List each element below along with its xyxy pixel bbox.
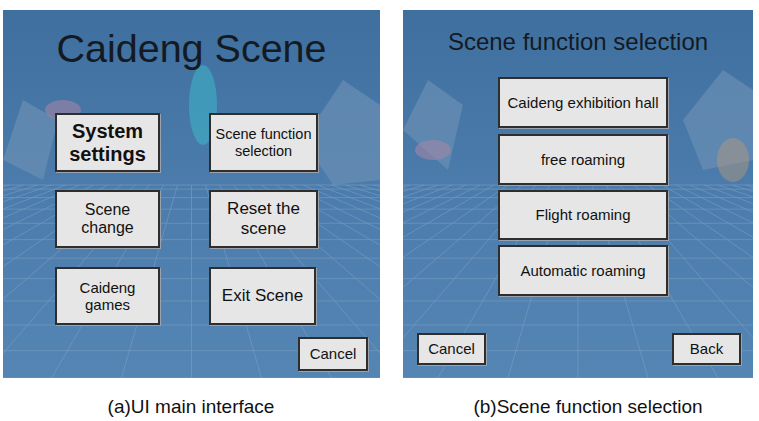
button-label: Caideng games xyxy=(61,279,154,314)
ui-button: Back xyxy=(672,333,741,365)
ui-panel: Caideng SceneSystem settings Scene functi… xyxy=(3,10,380,378)
ui-button: Cancel xyxy=(417,333,486,365)
ui-button: Exit Scene xyxy=(209,267,316,325)
ui-button: Caideng exhibition hall xyxy=(498,77,668,128)
button-label: Automatic roaming xyxy=(520,262,645,279)
button-label: Scene function selection xyxy=(215,126,312,159)
ui-button: Scene change xyxy=(55,190,160,248)
panel-title: Caideng Scene xyxy=(3,26,380,71)
button-label: Reset the scene xyxy=(215,199,312,238)
button-label: System settings xyxy=(61,120,154,166)
ui-button: System settings xyxy=(55,113,160,172)
ui-button: Automatic roaming xyxy=(498,245,668,296)
button-label: free roaming xyxy=(541,151,625,168)
ui-button: Reset the scene xyxy=(209,190,318,248)
button-label: Caideng exhibition hall xyxy=(508,94,659,111)
ui-button: Flight roaming xyxy=(498,190,668,240)
button-label: Scene change xyxy=(61,201,154,238)
button-label: Exit Scene xyxy=(222,286,303,306)
figure-caption: (b)Scene function selection xyxy=(473,396,702,418)
ui-button: Caideng games xyxy=(55,267,160,325)
panel-title: Scene function selection xyxy=(403,28,753,56)
button-label: Cancel xyxy=(310,345,357,362)
figure-caption: (a)UI main interface xyxy=(108,396,275,418)
button-label: Flight roaming xyxy=(535,206,630,223)
ui-button: Scene function selection xyxy=(209,113,318,172)
button-label: Back xyxy=(690,340,723,357)
ui-panel: Scene function selectionCaideng exhibiti… xyxy=(403,10,753,378)
ui-button: free roaming xyxy=(498,134,668,185)
ui-button: Cancel xyxy=(298,337,368,371)
button-label: Cancel xyxy=(428,340,475,357)
